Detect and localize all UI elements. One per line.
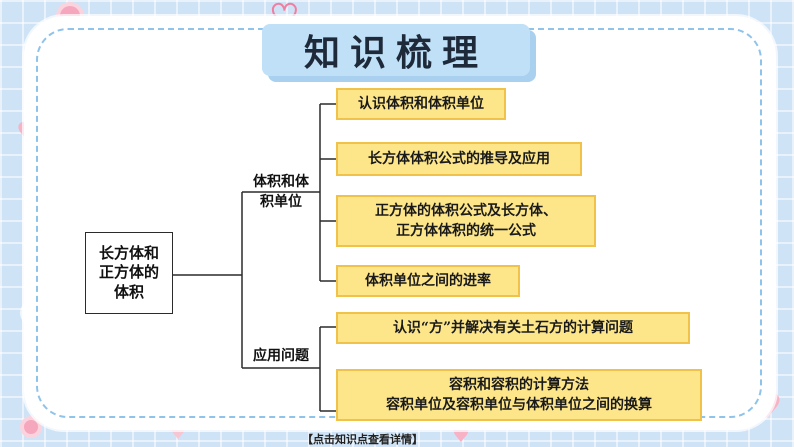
page-title: 知识梳理 bbox=[303, 32, 488, 74]
node-earthwork[interactable]: 认识“方”并解决有关土石方的计算问题 bbox=[336, 312, 690, 344]
title-banner: 知识梳理 bbox=[262, 24, 530, 76]
branch-label-applications[interactable]: 应用问题 bbox=[253, 348, 309, 364]
node-cube-formula[interactable]: 正方体的体积公式及长方体、 正方体体积的统一公式 bbox=[336, 195, 596, 247]
node-understand-volume[interactable]: 认识体积和体积单位 bbox=[336, 88, 506, 120]
root-node[interactable]: 长方体和 正方体的 体积 bbox=[85, 232, 173, 314]
footer-hint[interactable]: 【点击知识点查看详情】 bbox=[302, 433, 423, 446]
node-capacity[interactable]: 容积和容积的计算方法 容积单位及容积单位与体积单位之间的换算 bbox=[336, 369, 702, 421]
node-unit-conversion[interactable]: 体积单位之间的进率 bbox=[336, 265, 520, 297]
node-cuboid-formula[interactable]: 长方体体积公式的推导及应用 bbox=[336, 142, 582, 176]
flower-icon bbox=[24, 420, 38, 434]
branch-label-volume-units[interactable]: 体积和体 积单位 bbox=[253, 174, 309, 211]
heart-icon: ♥ bbox=[452, 423, 470, 447]
